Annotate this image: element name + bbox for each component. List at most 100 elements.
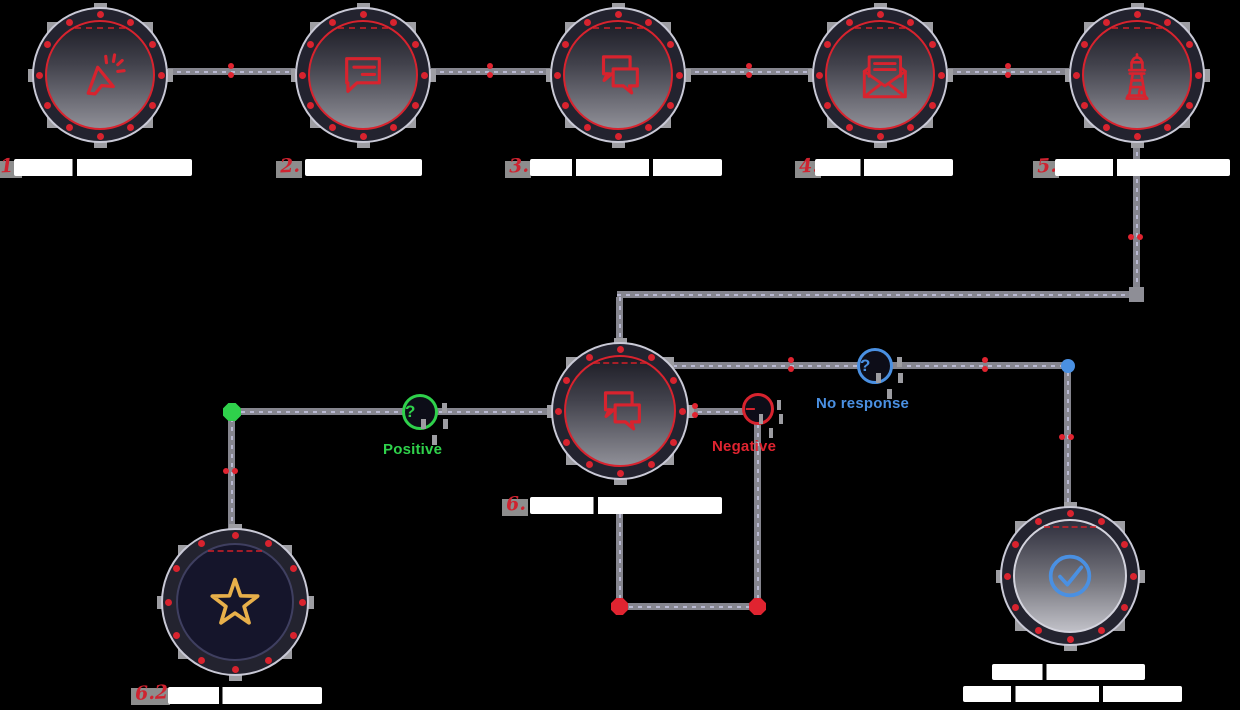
connection-point-dot[interactable] (66, 124, 73, 132)
connection-point-dot[interactable] (231, 531, 239, 539)
connection-point-dot[interactable] (149, 102, 157, 109)
resize-handle[interactable] (442, 418, 448, 429)
delay-marker[interactable] (223, 468, 238, 474)
connection-point-dot[interactable] (553, 71, 561, 79)
resize-handle[interactable] (896, 356, 902, 367)
node-step-2[interactable] (290, 2, 436, 148)
connection-point-dot[interactable] (907, 124, 914, 132)
delay-marker[interactable] (788, 357, 794, 372)
node-step-5[interactable] (1064, 2, 1210, 148)
resize-handle[interactable] (431, 434, 437, 445)
connection-point-dot[interactable] (1035, 517, 1042, 525)
no-response-end-dot[interactable] (1061, 359, 1075, 373)
connection-point-dot[interactable] (1164, 18, 1171, 26)
connection-point-dot[interactable] (1066, 635, 1074, 643)
connection-point-dot[interactable] (329, 124, 336, 132)
connection-point-dot[interactable] (647, 461, 655, 469)
connection-point-dot[interactable] (1103, 124, 1110, 132)
connection-point-dot[interactable] (876, 10, 884, 18)
connection-point-dot[interactable] (198, 540, 205, 548)
connection-point-dot[interactable] (1072, 71, 1080, 79)
connection-point-dot[interactable] (1098, 517, 1105, 525)
connection-point-dot[interactable] (173, 565, 181, 572)
delay-marker[interactable] (1059, 434, 1074, 440)
connection-point-dot[interactable] (412, 41, 420, 48)
connection-point-dot[interactable] (670, 376, 678, 384)
connection-point-dot[interactable] (1011, 604, 1019, 611)
connection-point-dot[interactable] (675, 71, 683, 79)
delay-marker[interactable] (487, 63, 493, 78)
connection-point-dot[interactable] (929, 102, 937, 109)
connection-point-dot[interactable] (846, 124, 853, 132)
node-step-3[interactable] (545, 2, 691, 148)
negative-condition-marker[interactable]: − (742, 393, 783, 438)
connection-point-dot[interactable] (198, 656, 205, 664)
connection-point-dot[interactable] (1103, 18, 1110, 26)
delay-marker[interactable] (1005, 63, 1011, 78)
connection-point-dot[interactable] (647, 353, 655, 361)
connection-point-dot[interactable] (561, 41, 569, 48)
connection-point-dot[interactable] (96, 10, 104, 18)
connection-point-dot[interactable] (667, 41, 675, 48)
connection-point-dot[interactable] (1080, 102, 1088, 109)
connection-point-dot[interactable] (298, 598, 306, 606)
connection-point-dot[interactable] (554, 407, 562, 415)
connection-point-dot[interactable] (585, 461, 593, 469)
connection-point-dot[interactable] (1194, 71, 1202, 79)
resize-handle[interactable] (758, 413, 763, 424)
connection-point-dot[interactable] (1003, 572, 1011, 580)
connection-point-dot[interactable] (66, 18, 73, 26)
connection-point-dot[interactable] (390, 124, 397, 132)
connection-point-dot[interactable] (614, 10, 622, 18)
connection-point-dot[interactable] (667, 102, 675, 109)
connection-point-dot[interactable] (907, 18, 914, 26)
connection-point-dot[interactable] (231, 665, 239, 673)
positive-condition-marker[interactable]: ? (402, 394, 448, 445)
connection-point-dot[interactable] (1186, 41, 1194, 48)
delay-marker[interactable] (1128, 234, 1143, 240)
connection-point-dot[interactable] (585, 353, 593, 361)
connection-point-dot[interactable] (1133, 132, 1141, 140)
connection-point-dot[interactable] (1186, 102, 1194, 109)
delay-marker[interactable] (982, 357, 988, 372)
connection-point-dot[interactable] (306, 41, 314, 48)
connection-point-dot[interactable] (127, 18, 134, 26)
resize-handle[interactable] (897, 372, 903, 383)
connection-point-dot[interactable] (645, 18, 652, 26)
connection-point-dot[interactable] (329, 18, 336, 26)
node-step-1[interactable] (27, 2, 173, 148)
connection-point-dot[interactable] (1035, 627, 1042, 635)
connection-point-dot[interactable] (157, 71, 165, 79)
loop-corner-dot[interactable] (611, 598, 628, 615)
connection-point-dot[interactable] (937, 71, 945, 79)
connection-point-dot[interactable] (1011, 541, 1019, 548)
connection-point-dot[interactable] (289, 565, 297, 572)
connection-point-dot[interactable] (265, 540, 272, 548)
connection-point-dot[interactable] (164, 598, 172, 606)
connection-point-dot[interactable] (149, 41, 157, 48)
connection-point-dot[interactable] (584, 124, 591, 132)
connection-point-dot[interactable] (359, 132, 367, 140)
connection-point-dot[interactable] (298, 71, 306, 79)
connection-point-dot[interactable] (173, 632, 181, 639)
delay-marker[interactable] (692, 403, 698, 418)
delay-marker[interactable] (228, 63, 234, 78)
connection-point-dot[interactable] (561, 102, 569, 109)
connection-point-dot[interactable] (127, 124, 134, 132)
connection-point-dot[interactable] (35, 71, 43, 79)
node-step-6[interactable] (546, 337, 694, 485)
connection-point-dot[interactable] (876, 132, 884, 140)
connection-point-dot[interactable] (420, 71, 428, 79)
connection-point-dot[interactable] (1121, 604, 1129, 611)
resize-handle[interactable] (875, 372, 881, 383)
loop-corner-dot[interactable] (749, 598, 766, 615)
connection-point-dot[interactable] (584, 18, 591, 26)
node-step-6-2[interactable] (156, 523, 314, 681)
resize-handle[interactable] (779, 413, 783, 424)
resize-handle[interactable] (441, 402, 447, 413)
connection-point-dot[interactable] (1121, 541, 1129, 548)
connection-point-dot[interactable] (96, 132, 104, 140)
node-step-4[interactable] (807, 2, 953, 148)
connection-point-dot[interactable] (815, 71, 823, 79)
